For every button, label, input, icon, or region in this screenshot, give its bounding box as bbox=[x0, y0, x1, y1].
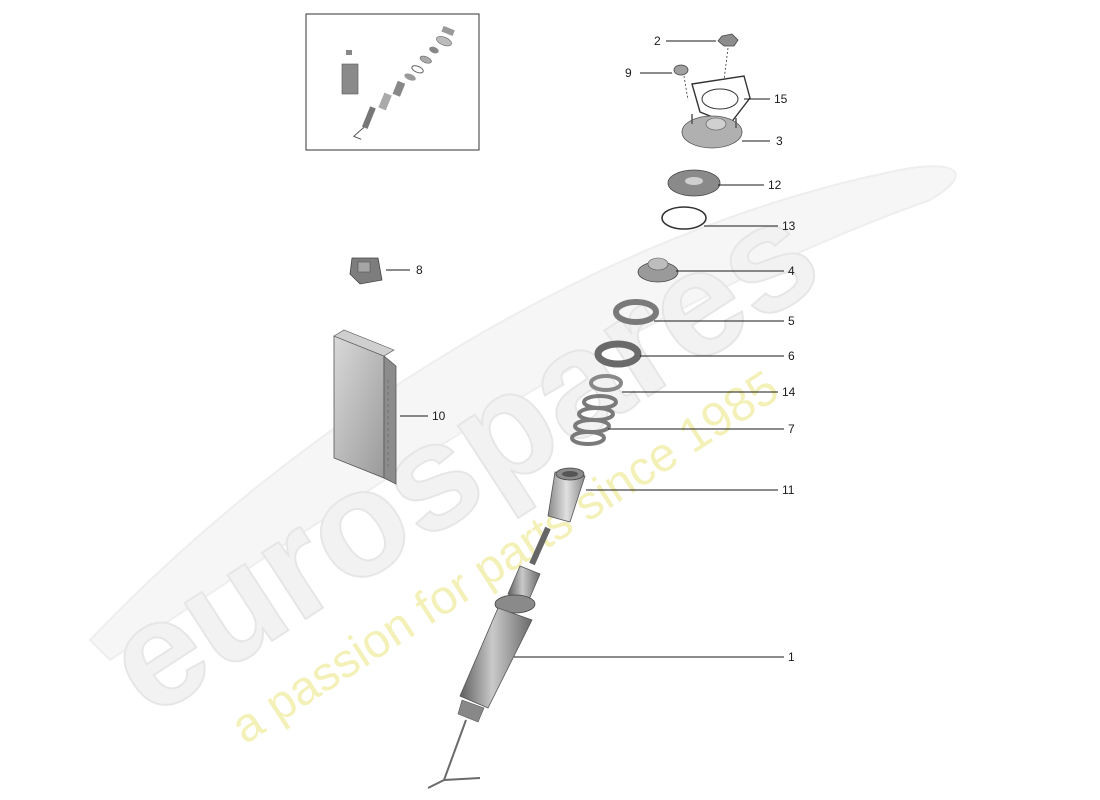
part-7-spring bbox=[570, 394, 618, 446]
inset-frame bbox=[305, 13, 480, 151]
part-13-o-ring bbox=[661, 206, 707, 230]
callout-3: 3 bbox=[776, 134, 783, 148]
inset-sensor bbox=[346, 50, 352, 55]
inset-module bbox=[341, 63, 359, 95]
part-15-gasket bbox=[691, 75, 751, 125]
part-12-washer-hole bbox=[685, 177, 703, 185]
part-14-ring bbox=[589, 374, 623, 392]
watermark-brand: eurospares bbox=[76, 165, 846, 746]
part-3-top-mount bbox=[681, 114, 743, 149]
callout-6: 6 bbox=[788, 349, 795, 363]
callout-1: 1 bbox=[788, 650, 795, 664]
part-8-bracket bbox=[349, 257, 383, 285]
callout-5: 5 bbox=[788, 314, 795, 328]
callout-labels: 2 9 15 3 12 13 4 5 6 14 7 11 1 8 10 bbox=[416, 34, 796, 664]
callout-11: 11 bbox=[782, 483, 795, 497]
callout-12: 12 bbox=[768, 178, 782, 192]
callout-15: 15 bbox=[774, 92, 788, 106]
watermark: eurospares a passion for parts since 198… bbox=[75, 164, 957, 754]
callout-8: 8 bbox=[416, 263, 423, 277]
part-15-gasket-hole bbox=[701, 88, 739, 110]
part-9-nut bbox=[673, 64, 689, 101]
part-6-bearing bbox=[594, 340, 642, 368]
part-10-control-module bbox=[333, 329, 397, 485]
callout-4: 4 bbox=[788, 264, 795, 278]
part-1-shock-absorber bbox=[427, 526, 551, 789]
inset-overview bbox=[305, 13, 480, 151]
callout-9: 9 bbox=[625, 66, 632, 80]
callout-10: 10 bbox=[432, 409, 446, 423]
part-5-spring-seat bbox=[613, 299, 659, 325]
part-2-nut bbox=[717, 33, 739, 81]
part-11-dust-boot bbox=[547, 467, 586, 523]
leader-lines bbox=[386, 40, 784, 658]
inset-assembly bbox=[352, 25, 455, 140]
callout-2: 2 bbox=[654, 34, 661, 48]
callout-14: 14 bbox=[782, 385, 796, 399]
callout-13: 13 bbox=[782, 219, 796, 233]
part-4-cap bbox=[637, 257, 679, 283]
callout-7: 7 bbox=[788, 422, 795, 436]
